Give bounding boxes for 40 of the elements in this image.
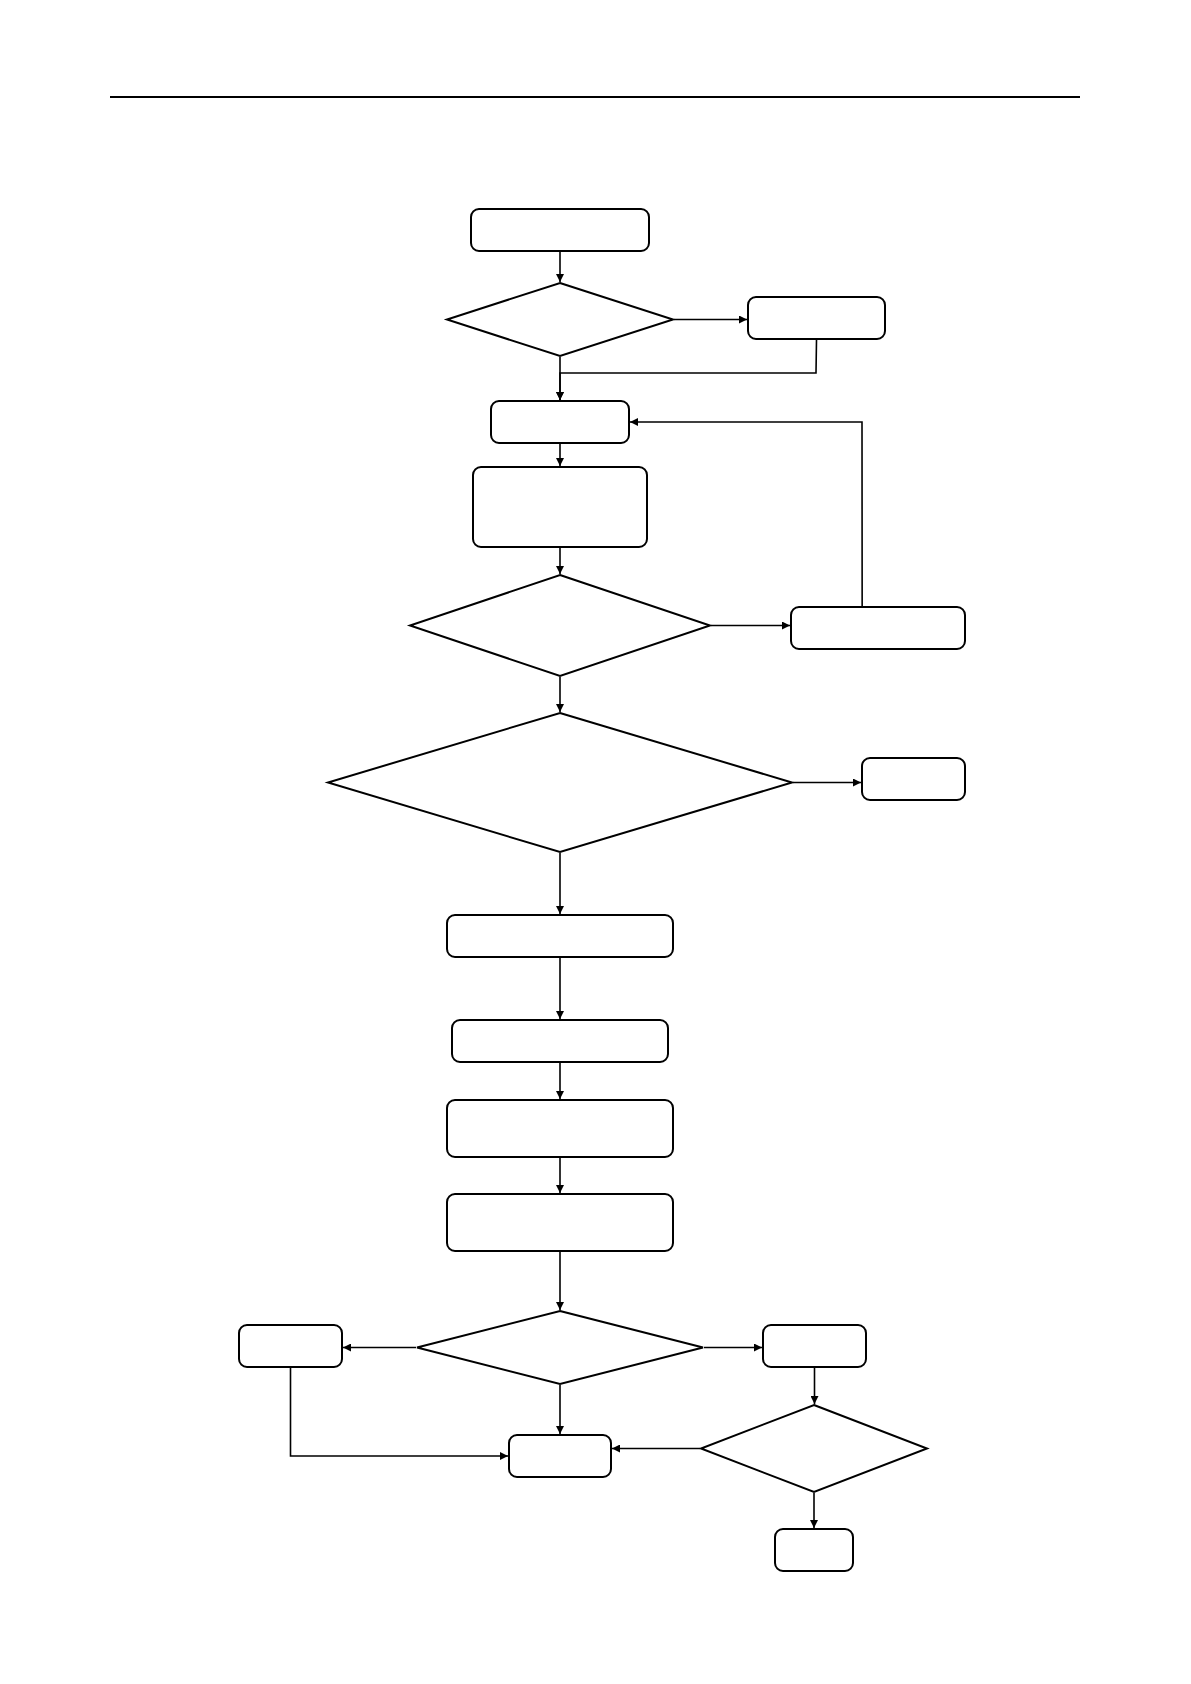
decision-diamond [700,1404,928,1493]
process-box [472,466,648,548]
process-box [508,1434,612,1478]
process-box [790,606,966,650]
arrow [556,1251,564,1311]
process-box [774,1528,854,1572]
arrow [810,1367,819,1405]
arrow [710,621,791,630]
arrow [792,778,862,787]
arrow [556,1062,564,1100]
arrow [556,1384,564,1435]
process-box [762,1324,867,1368]
decision-diamond [446,282,674,357]
arrow [556,957,564,1020]
decision-diamond [416,1310,704,1385]
arrow [703,1343,763,1352]
arrow [342,1343,417,1352]
arrow [556,443,564,467]
arrow [289,1367,509,1460]
arrow [810,1492,818,1529]
arrow [556,1157,564,1194]
decision-diamond [327,712,793,853]
process-box [238,1324,343,1368]
process-box [446,914,674,958]
arrow [556,547,564,575]
process-box [446,1193,674,1252]
arrow [556,251,564,283]
decision-diamond [409,574,711,677]
arrow [629,418,863,607]
arrow [556,356,564,401]
arrow [556,676,564,713]
arrow [673,315,748,324]
process-box [861,757,966,801]
arrow [611,1444,701,1453]
process-box [470,208,650,252]
process-box [446,1099,674,1158]
process-box [490,400,630,444]
process-box [451,1019,669,1063]
process-box [747,296,886,340]
arrow [556,852,564,915]
